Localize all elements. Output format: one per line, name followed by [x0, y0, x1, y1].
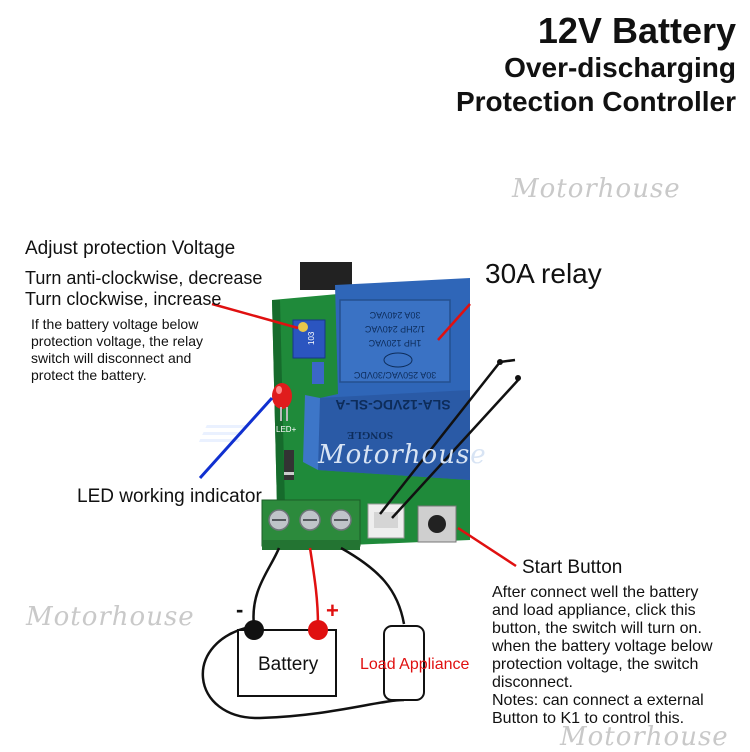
load-wire-bottom	[201, 624, 405, 720]
start-desc-line-3: button, the switch will turn on.	[492, 620, 702, 637]
relay-pointer	[437, 303, 471, 341]
load-wire-top	[340, 546, 406, 625]
adjust-heading: Adjust protection Voltage	[25, 238, 236, 259]
battery-box	[237, 629, 337, 697]
led-pointer	[198, 396, 274, 480]
potentiometer	[292, 319, 326, 359]
battery-plus-sign: +	[326, 598, 339, 623]
pot-label: 103	[307, 331, 316, 345]
battery-negative-terminal	[244, 620, 264, 640]
title-line-1: 12V Battery	[537, 10, 736, 51]
start-button-description: After connect well the battery and load …	[492, 584, 713, 728]
adjust-note-line-3: switch will disconnect and	[31, 350, 192, 366]
led-label: LED working indicator	[77, 486, 262, 507]
watermark-left: Motorhouse	[26, 602, 195, 632]
led-silk-label: LED+	[276, 425, 297, 434]
battery-minus-sign: -	[236, 597, 244, 622]
start-button-pointer	[457, 526, 517, 568]
watermark-center: Motorhouse	[318, 440, 487, 470]
start-button-label: Start Button	[522, 557, 623, 578]
watermark-top: Motorhouse	[512, 174, 681, 204]
pot-screw	[298, 322, 308, 332]
turn-clockwise-note: Turn clockwise, increase	[25, 289, 222, 309]
title-line-2: Over-discharging	[504, 52, 736, 83]
adjust-pointer	[211, 302, 299, 330]
led-indicator	[272, 383, 292, 409]
k1-silk-label: K1	[378, 547, 387, 554]
load-appliance-box	[383, 625, 425, 701]
battery-positive-wire	[308, 547, 320, 627]
relay-label: 30A relay	[485, 258, 602, 289]
battery-positive-terminal	[308, 620, 328, 640]
relay-brand: SONGLE	[347, 429, 393, 441]
start-desc-line-8: Button to K1 to control this.	[492, 710, 685, 727]
diode	[284, 450, 294, 480]
start-desc-line-5: protection voltage, the switch	[492, 656, 699, 673]
turn-anticlockwise-note: Turn anti-clockwise, decrease	[25, 268, 263, 288]
adjust-note-line-2: protection voltage, the relay	[31, 333, 203, 349]
title-line-3: Protection Controller	[455, 86, 736, 117]
relay-model: SLA-12VDC-SL-A	[335, 397, 450, 413]
battery-negative-wire	[252, 547, 281, 627]
start-desc-line-1: After connect well the battery	[492, 584, 699, 601]
adjust-note-line-1: If the battery voltage below	[31, 316, 199, 332]
adjust-note-line-4: protect the battery.	[31, 367, 147, 383]
battery-label: Battery	[258, 654, 319, 675]
relay-rating-3: 1HP 120VAC	[368, 338, 421, 348]
adjust-explanation: If the battery voltage below protection …	[31, 316, 203, 384]
relay-rating-4: 30A 250VAC/30VDC	[353, 370, 436, 380]
start-desc-line-4: when the battery voltage below	[492, 638, 713, 655]
relay-print: 30A 240VAC 1/2HP 240VAC 1HP 120VAC 30A 2…	[353, 310, 436, 380]
relay-rating-1: 30A 240VAC	[369, 310, 420, 320]
start-desc-line-6: disconnect.	[492, 674, 573, 691]
relay-rating-2: 1/2HP 240VAC	[364, 324, 425, 334]
start-desc-line-7: Notes: can connect a external	[492, 692, 704, 709]
watermark-bottom: Motorhouse	[560, 722, 729, 752]
load-appliance-label: Load Appliance	[360, 656, 470, 673]
start-desc-line-2: and load appliance, click this	[492, 602, 696, 619]
